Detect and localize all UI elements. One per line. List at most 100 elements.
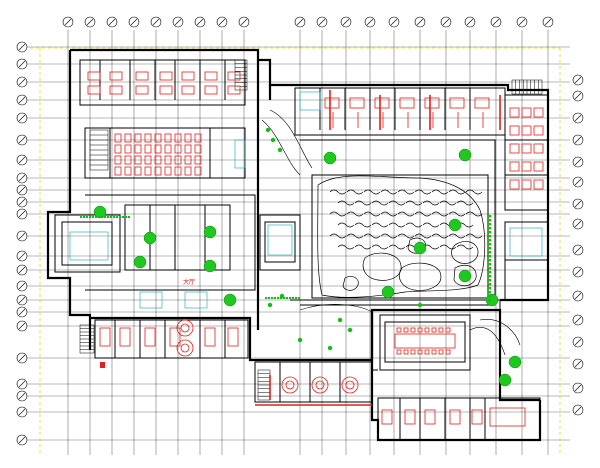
tree-icon: [203, 259, 217, 273]
seat-icon: [184, 155, 192, 165]
desk-icon: [227, 71, 241, 81]
circled-axis-icon: [572, 176, 584, 188]
desk-icon: [509, 125, 520, 136]
circled-axis-icon: [572, 134, 584, 146]
shrub-icon: [417, 302, 423, 308]
desk-icon: [533, 143, 544, 154]
desk-icon: [424, 409, 436, 425]
tree-icon: [223, 293, 237, 307]
desk-icon: [509, 161, 520, 172]
tree-icon: [143, 231, 157, 245]
desk-icon: [87, 85, 101, 95]
seat-icon: [134, 144, 142, 154]
circled-axis-icon: [572, 218, 584, 230]
seat-icon: [144, 166, 152, 176]
shrub-icon: [327, 345, 333, 351]
desk-icon: [521, 161, 532, 172]
pond-waves: [329, 189, 483, 250]
circled-axis-icon: [16, 41, 28, 53]
desk-icon: [204, 327, 216, 347]
circled-axis-icon: [194, 16, 206, 28]
desk-icon: [474, 97, 490, 109]
seat-icon: [184, 144, 192, 154]
meeting-table-icon: [394, 333, 456, 349]
desk-icon: [135, 71, 149, 81]
tree-icon: [508, 355, 522, 369]
circled-axis-icon: [238, 16, 250, 28]
round-table-icon: [180, 323, 190, 333]
desk-icon: [159, 85, 173, 95]
seat-icon: [194, 144, 202, 154]
circled-axis-icon: [16, 434, 28, 446]
circled-axis-icon: [16, 154, 28, 166]
seat-icon: [134, 133, 142, 143]
seat-icon: [164, 166, 172, 176]
desk-icon: [109, 85, 123, 95]
seat-icon: [174, 133, 182, 143]
circled-axis-icon: [414, 16, 426, 28]
circled-axis-icon: [16, 208, 28, 220]
furniture-cyan: [69, 91, 543, 309]
meeting-table-icon: [489, 407, 526, 427]
circled-axis-icon: [572, 404, 584, 416]
circled-axis-icon: [62, 16, 74, 28]
circled-axis-icon: [16, 294, 28, 306]
seat-icon: [124, 166, 132, 176]
seat-icon: [124, 144, 132, 154]
circled-axis-icon: [16, 230, 28, 242]
desk-icon: [399, 97, 415, 109]
seat-icon: [114, 144, 122, 154]
circled-axis-icon: [572, 358, 584, 370]
desk-icon: [181, 71, 195, 81]
desk-icon: [521, 179, 532, 190]
chair-icon: [403, 349, 409, 355]
round-table-icon: [180, 343, 190, 353]
desk-icon: [204, 85, 218, 95]
chair-icon: [417, 327, 423, 333]
circled-axis-icon: [440, 16, 452, 28]
desk-icon: [87, 71, 101, 81]
circled-axis-icon: [16, 58, 28, 70]
desk-icon: [533, 107, 544, 118]
desk-icon: [449, 97, 465, 109]
circled-axis-icon: [388, 16, 400, 28]
chair-icon: [417, 349, 423, 355]
seat-icon: [174, 166, 182, 176]
circled-axis-icon: [572, 382, 584, 394]
round-table-icon: [311, 376, 329, 394]
seat-icon: [194, 155, 202, 165]
round-table-icon: [176, 339, 194, 357]
stair-icon: [79, 59, 543, 401]
circled-axis-icon: [150, 16, 162, 28]
desk-icon: [521, 107, 532, 118]
tree-icon: [323, 151, 337, 165]
desk-icon: [169, 327, 181, 347]
seat-icon: [154, 133, 162, 143]
desk-icon: [404, 409, 416, 425]
seat-icon: [184, 166, 192, 176]
circled-axis-icon: [16, 390, 28, 402]
chair-icon: [396, 327, 402, 333]
chair-icon: [445, 349, 451, 355]
seat-icon: [154, 155, 162, 165]
desk-icon: [521, 125, 532, 136]
circled-axis-icon: [464, 16, 476, 28]
seat-icon: [154, 166, 162, 176]
desk-icon: [509, 107, 520, 118]
seat-icon: [114, 155, 122, 165]
courtyard-rockery: [317, 175, 486, 298]
chair-icon: [403, 327, 409, 333]
axis-bubbles: [16, 16, 584, 446]
chair-icon: [445, 327, 451, 333]
shrub-icon: [297, 337, 303, 343]
chair-icon: [396, 349, 402, 355]
tree-icon: [458, 148, 472, 162]
round-table-icon: [315, 380, 325, 390]
desk-icon: [109, 71, 123, 81]
circled-axis-icon: [16, 406, 28, 418]
circled-axis-icon: [572, 74, 584, 86]
circled-axis-icon: [572, 244, 584, 256]
circled-axis-icon: [572, 156, 584, 168]
shrub-icon: [337, 317, 343, 323]
